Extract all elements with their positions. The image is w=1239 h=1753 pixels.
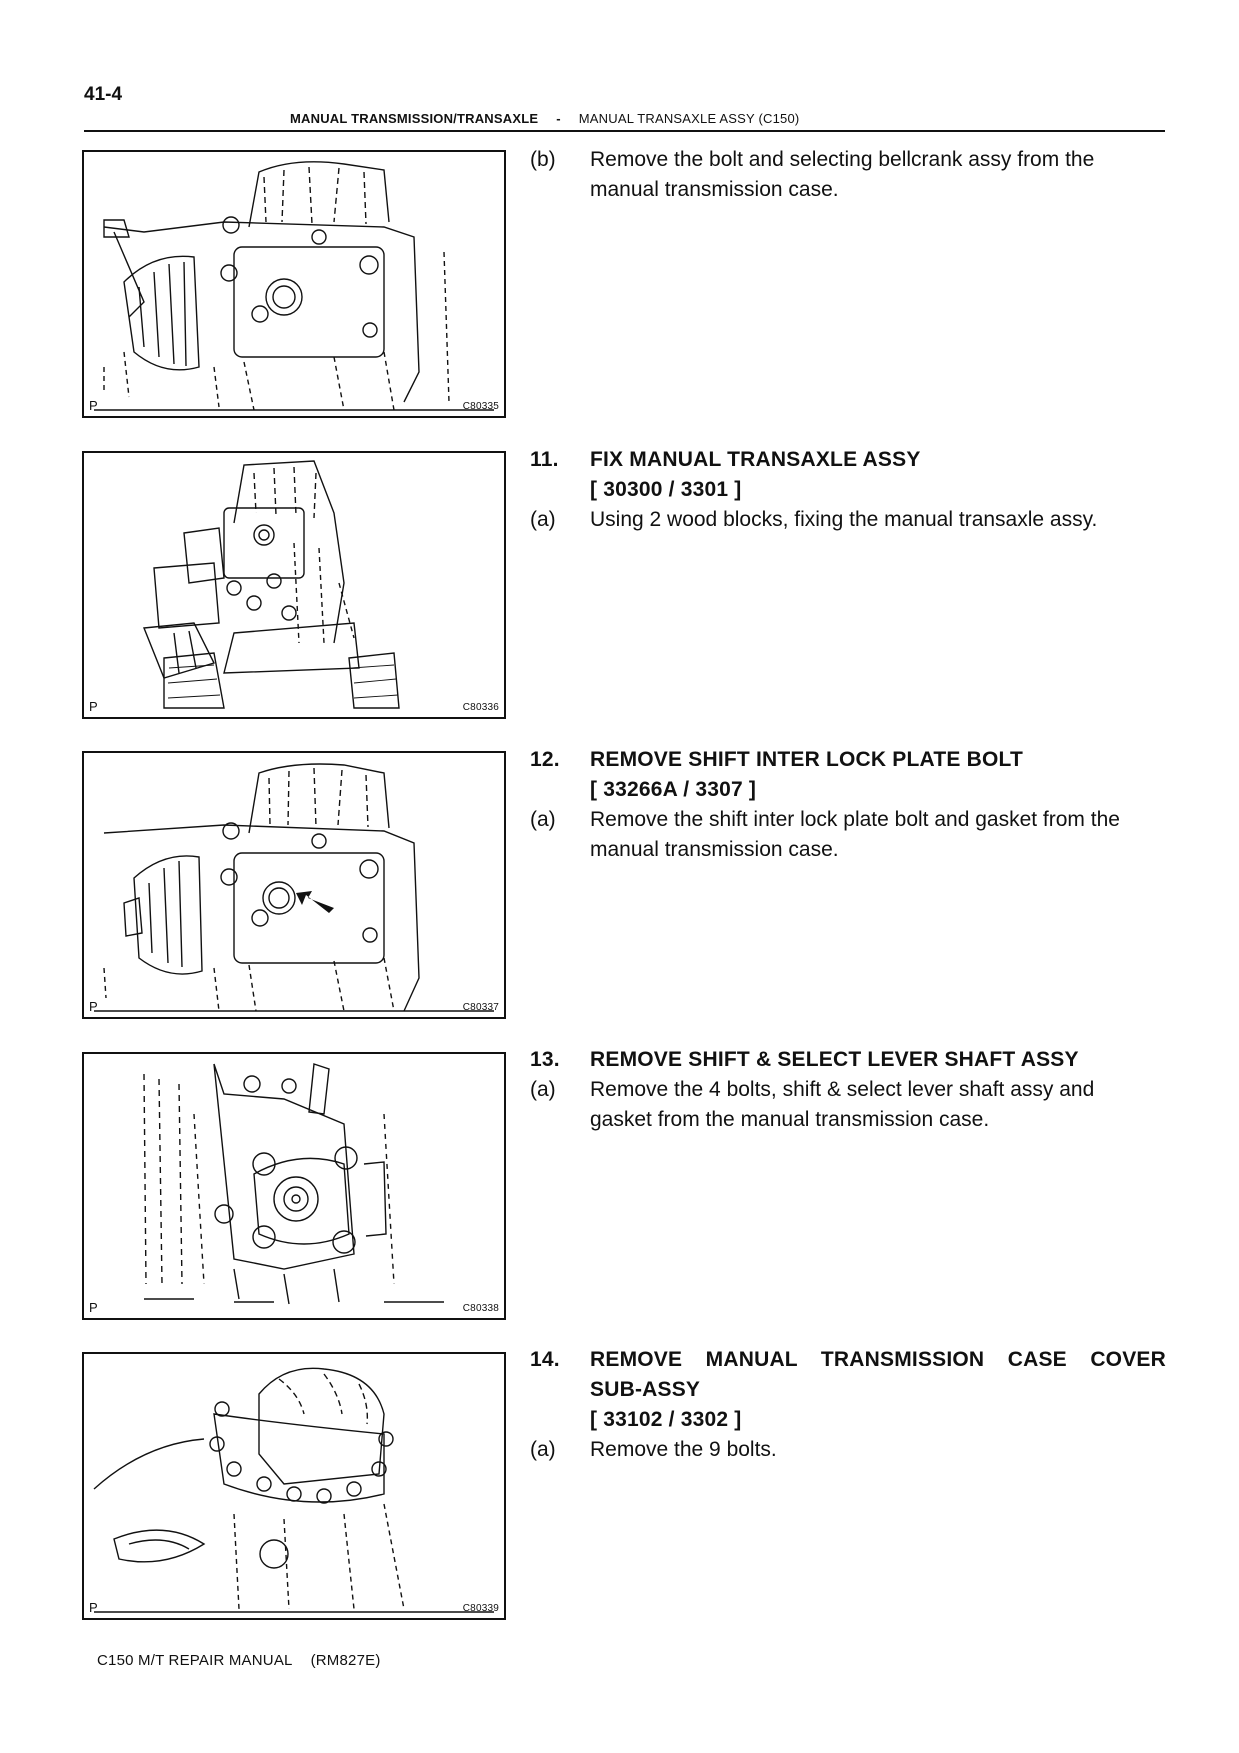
step-title: FIX MANUAL TRANSAXLE ASSY bbox=[590, 448, 921, 471]
figure-label: P bbox=[89, 1600, 98, 1615]
sub-step: (a) Using 2 wood blocks, fixing the manu… bbox=[530, 505, 1166, 535]
step-reference: [ 33102 / 3302 ] bbox=[590, 1408, 742, 1431]
step-11-block: 11. FIX MANUAL TRANSAXLE ASSY [ 30300 / … bbox=[530, 445, 1166, 535]
sub-step-text-continued: manual transmission case. bbox=[590, 838, 839, 861]
sub-step-text: Remove the 9 bolts. bbox=[590, 1438, 777, 1461]
footer-manual-title: C150 M/T REPAIR MANUAL bbox=[97, 1652, 293, 1669]
page-footer: C150 M/T REPAIR MANUAL (RM827E) bbox=[97, 1652, 381, 1669]
sub-step-label: (a) bbox=[530, 508, 556, 531]
figure-bellcrank: P C80335 bbox=[82, 150, 506, 418]
figure-code: C80336 bbox=[462, 702, 499, 713]
running-header: MANUAL TRANSMISSION/TRANSAXLE - MANUAL TRA… bbox=[290, 111, 799, 126]
footer-manual-code: (RM827E) bbox=[310, 1652, 381, 1669]
figure-code: C80338 bbox=[462, 1303, 499, 1314]
step-14-block: 14. REMOVE MANUAL TRANSMISSION CASE COVE… bbox=[530, 1345, 1166, 1465]
sub-step-text-continued: manual transmission case. bbox=[590, 178, 839, 201]
transmission-bellcrank-illustration bbox=[94, 161, 494, 411]
sub-step: (a) Remove the 4 bolts, shift & select l… bbox=[530, 1075, 1166, 1135]
step-number: 11. bbox=[530, 448, 559, 471]
figure-label: P bbox=[89, 999, 98, 1014]
figure-label: P bbox=[89, 699, 98, 714]
figure-label: P bbox=[89, 398, 98, 413]
step-heading: 13. REMOVE SHIFT & SELECT LEVER SHAFT AS… bbox=[530, 1045, 1166, 1075]
figure-case-cover: P C80339 bbox=[82, 1352, 506, 1620]
step-number: 12. bbox=[530, 748, 560, 771]
transaxle-on-wood-blocks-illustration bbox=[143, 460, 400, 709]
header-title: MANUAL TRANSMISSION/TRANSAXLE bbox=[290, 111, 539, 126]
case-cover-bolts-illustration bbox=[93, 1367, 494, 1613]
sub-step-text: Remove the shift inter lock plate bolt a… bbox=[590, 808, 1120, 831]
sub-step-label: (a) bbox=[530, 1078, 556, 1101]
step-title: REMOVE SHIFT INTER LOCK PLATE BOLT bbox=[590, 748, 1024, 771]
figure-label: P bbox=[89, 1300, 98, 1315]
sub-step: (b) Remove the bolt and selecting bellcr… bbox=[530, 145, 1166, 205]
figure-code: C80339 bbox=[462, 1603, 499, 1614]
figure-code: C80335 bbox=[462, 401, 499, 412]
step-title-continued: SUB-ASSY bbox=[590, 1378, 701, 1401]
step-number: 13. bbox=[530, 1048, 560, 1071]
sub-step-text: Remove the 4 bolts, shift & select lever… bbox=[590, 1078, 1095, 1101]
step-reference: [ 33266A / 3307 ] bbox=[590, 778, 757, 801]
header-rule bbox=[84, 130, 1165, 132]
header-separator: - bbox=[556, 111, 561, 126]
step-title: REMOVE SHIFT & SELECT LEVER SHAFT ASSY bbox=[590, 1048, 1079, 1071]
sub-step-text-continued: gasket from the manual transmission case… bbox=[590, 1108, 990, 1131]
step-heading: 12. REMOVE SHIFT INTER LOCK PLATE BOLT [… bbox=[530, 745, 1166, 805]
shift-select-lever-shaft-illustration bbox=[143, 1063, 444, 1305]
step-13-block: 13. REMOVE SHIFT & SELECT LEVER SHAFT AS… bbox=[530, 1045, 1166, 1135]
interlock-plate-bolt-illustration bbox=[94, 763, 494, 1012]
sub-step: (a) Remove the shift inter lock plate bo… bbox=[530, 805, 1166, 865]
step-heading: 14. REMOVE MANUAL TRANSMISSION CASE COVE… bbox=[530, 1345, 1166, 1435]
header-subtitle: MANUAL TRANSAXLE ASSY (C150) bbox=[578, 111, 800, 126]
sub-step-label: (a) bbox=[530, 808, 556, 831]
step-title: REMOVE MANUAL TRANSMISSION CASE COVER bbox=[590, 1348, 1166, 1371]
sub-step-text: Remove the bolt and selecting bellcrank … bbox=[590, 148, 1095, 171]
sub-step-text: Using 2 wood blocks, fixing the manual t… bbox=[590, 508, 1098, 531]
step-12-block: 12. REMOVE SHIFT INTER LOCK PLATE BOLT [… bbox=[530, 745, 1166, 865]
step-reference: [ 30300 / 3301 ] bbox=[590, 478, 742, 501]
page-number: 41-4 bbox=[84, 84, 123, 105]
sub-step: (a) Remove the 9 bolts. bbox=[530, 1435, 1166, 1465]
sub-step-label: (b) bbox=[530, 148, 556, 171]
figure-wood-blocks: P C80336 bbox=[82, 451, 506, 719]
step-number: 14. bbox=[530, 1348, 560, 1371]
figure-interlock-bolt: P C80337 bbox=[82, 751, 506, 1019]
figure-code: C80337 bbox=[462, 1002, 499, 1013]
sub-step-label: (a) bbox=[530, 1438, 556, 1461]
step-heading: 11. FIX MANUAL TRANSAXLE ASSY [ 30300 / … bbox=[530, 445, 1166, 505]
figure-shift-lever: P C80338 bbox=[82, 1052, 506, 1320]
step-b-block: (b) Remove the bolt and selecting bellcr… bbox=[530, 145, 1166, 205]
